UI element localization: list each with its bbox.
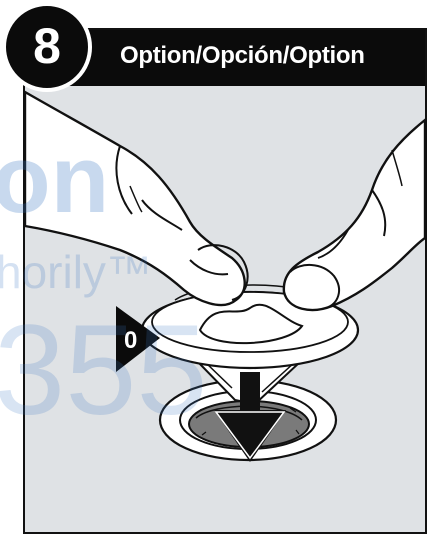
- step-badge: 8: [2, 2, 92, 92]
- right-hand: [284, 120, 425, 310]
- step-number: 8: [6, 6, 88, 88]
- left-hand: [25, 92, 248, 305]
- callout-label: 0: [116, 316, 156, 366]
